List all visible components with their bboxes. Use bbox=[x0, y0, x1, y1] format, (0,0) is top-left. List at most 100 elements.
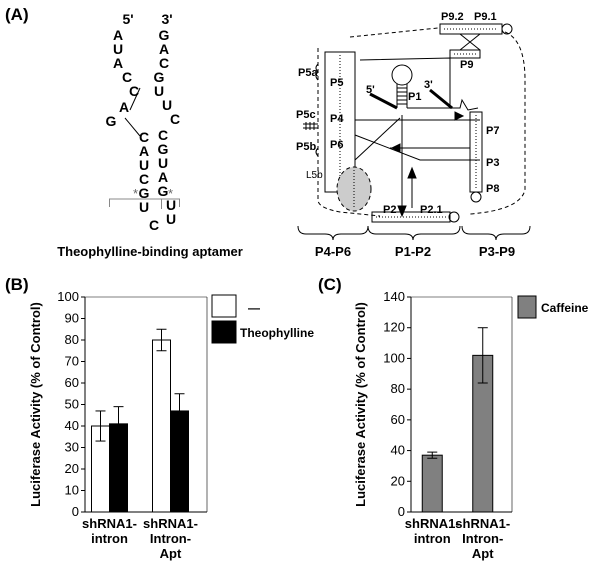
intron-label-l5b: L5b bbox=[306, 170, 323, 181]
domain-label-p4-p6: P4-P6 bbox=[315, 244, 351, 259]
domain-label-p3-p9: P3-P9 bbox=[479, 244, 515, 259]
intron-label-p7: P7 bbox=[486, 125, 499, 137]
intron-3prime: 3' bbox=[424, 79, 433, 91]
y-axis-title: Luciferase Activity (% of Control) bbox=[353, 302, 368, 507]
x-tick-label: intron bbox=[91, 531, 128, 546]
aptamer-left-nt: C bbox=[122, 69, 132, 85]
aptamer-caption: Theophylline-binding aptamer bbox=[57, 244, 243, 259]
loop-p8 bbox=[470, 191, 482, 203]
aptamer-left-nt: G bbox=[139, 185, 150, 201]
aptamer-left-nt: C bbox=[129, 83, 139, 99]
intron-label-p9-1: P9.1 bbox=[474, 11, 497, 23]
y-tick-label: 80 bbox=[65, 332, 79, 347]
aptamer-left-nt: G bbox=[106, 113, 117, 129]
aptamer-right-nt: A bbox=[159, 41, 169, 57]
intron-label-p2-1: P2.1 bbox=[420, 204, 443, 216]
legend-swatch bbox=[211, 320, 237, 344]
aptamer-right-nt: G bbox=[158, 183, 169, 199]
legend: — Theophylline bbox=[211, 294, 314, 344]
helix-p2-p2-1 bbox=[371, 211, 451, 223]
aptamer-left-nt: A bbox=[119, 99, 129, 115]
x-tick-label: Intron- bbox=[150, 531, 191, 546]
intron-label-p4: P4 bbox=[330, 113, 344, 125]
intron-label-p9: P9 bbox=[460, 59, 473, 71]
intron-label-p2: P2 bbox=[383, 204, 396, 216]
aptamer-5prime: 5' bbox=[122, 11, 133, 27]
aptamer-right-nt: G bbox=[158, 141, 169, 157]
brace-p1-p2 bbox=[367, 225, 461, 241]
bar bbox=[152, 339, 171, 513]
intron-dashed-left bbox=[317, 48, 381, 217]
y-tick-label: 0 bbox=[72, 504, 79, 519]
domain-label-p1-p2: P1-P2 bbox=[395, 244, 431, 259]
brace-p4-p6 bbox=[297, 225, 369, 241]
intron-label-p8: P8 bbox=[486, 183, 499, 195]
aptamer-left-nt: U bbox=[139, 157, 149, 173]
x-tick-label: shRNA1- bbox=[143, 516, 198, 531]
loop-p9-1 bbox=[501, 23, 513, 35]
legend-label: Caffeine bbox=[541, 301, 589, 315]
y-tick-label: 60 bbox=[391, 412, 405, 427]
x-tick-label: Intron- bbox=[462, 531, 503, 546]
panel-label-a: (A) bbox=[5, 5, 29, 24]
aptamer-right-nt: G bbox=[154, 69, 165, 85]
y-tick-label: 30 bbox=[65, 440, 79, 455]
aptamer-right-nt: A bbox=[158, 169, 168, 185]
x-tick-label: shRNA1- bbox=[405, 516, 460, 531]
intron-structure bbox=[297, 23, 531, 241]
y-tick-label: 20 bbox=[391, 473, 405, 488]
aptamer-3prime: 3' bbox=[161, 11, 172, 27]
aptamer-right-nt: U bbox=[166, 211, 176, 227]
aptamer-right-nt: C bbox=[170, 111, 180, 127]
y-tick-label: 20 bbox=[65, 461, 79, 476]
aptamer-left-nt: A bbox=[139, 143, 149, 159]
aptamer-left-nt: C bbox=[139, 129, 149, 145]
aptamer-right-nt: U bbox=[162, 97, 172, 113]
legend-label: — bbox=[248, 301, 260, 315]
legend-label: Theophylline bbox=[240, 326, 314, 340]
intron-label-p3: P3 bbox=[486, 157, 499, 169]
y-tick-label: 100 bbox=[383, 350, 405, 365]
bar bbox=[421, 454, 443, 513]
exon-3prime bbox=[429, 88, 453, 110]
legend-swatch bbox=[517, 295, 537, 319]
intron-label-p5b: P5b bbox=[296, 141, 316, 153]
aptamer-left-nt: U bbox=[113, 41, 123, 57]
y-tick-label: 140 bbox=[383, 289, 405, 304]
intron-label-p1: P1 bbox=[408, 91, 421, 103]
aptamer-right-nt: U bbox=[158, 155, 168, 171]
significance-marker: * bbox=[168, 186, 173, 201]
y-tick-label: 40 bbox=[391, 443, 405, 458]
y-axis-title: Luciferase Activity (% of Control) bbox=[28, 302, 43, 507]
intron-label-p5a: P5a bbox=[298, 67, 318, 79]
intron-label-p6: P6 bbox=[330, 139, 343, 151]
aptamer-right-nt: C bbox=[158, 127, 168, 143]
aptamer-right-nt: G bbox=[159, 27, 170, 43]
aptamer-left-nt: C bbox=[139, 171, 149, 187]
intron-dashed-top bbox=[349, 27, 439, 38]
intron-label-p9-2: P9.2 bbox=[441, 11, 464, 23]
y-tick-label: 80 bbox=[391, 381, 405, 396]
significance-bracket bbox=[109, 198, 180, 207]
intron-label-p5c: P5c bbox=[296, 109, 316, 121]
significance-marker: * bbox=[133, 186, 138, 201]
intron-label-p5: P5 bbox=[330, 77, 343, 89]
aptamer-right-nt: C bbox=[159, 55, 169, 71]
loop-p2-1 bbox=[448, 211, 460, 223]
x-tick-label: intron bbox=[414, 531, 451, 546]
y-tick-label: 60 bbox=[65, 375, 79, 390]
aptamer-left-nt: A bbox=[113, 55, 123, 71]
y-tick-label: 50 bbox=[65, 397, 79, 412]
aptamer-loop-nt: C bbox=[149, 217, 159, 233]
panel-label-c: (C) bbox=[318, 275, 342, 294]
y-tick-label: 0 bbox=[398, 504, 405, 519]
intron-dashed-right bbox=[469, 31, 526, 215]
y-tick-label: 10 bbox=[65, 483, 79, 498]
panel-label-b: (B) bbox=[5, 275, 29, 294]
x-tick-label: Apt bbox=[472, 546, 494, 561]
exon-5prime bbox=[369, 92, 398, 110]
y-tick-label: 120 bbox=[383, 320, 405, 335]
